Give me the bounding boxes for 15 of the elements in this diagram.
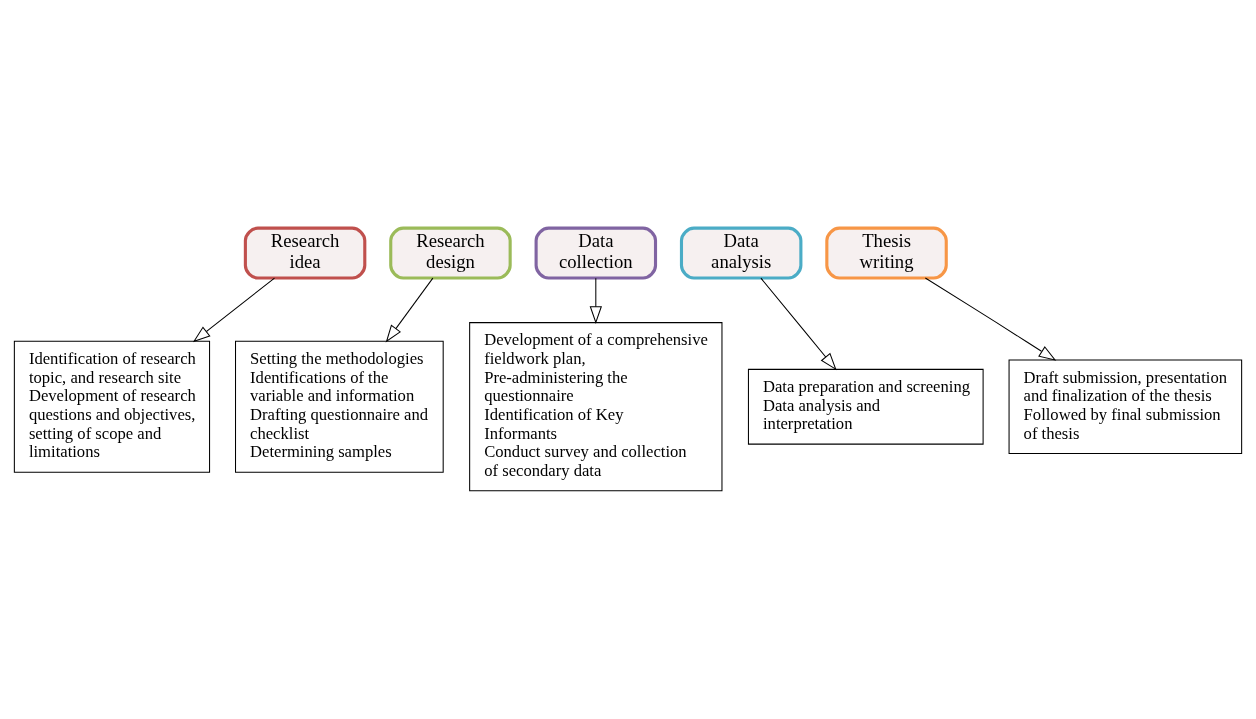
arrow [192, 277, 275, 343]
node-box: Draft submission, presentation and finalization of the thesis Followed by final submission of thesis [1008, 359, 1243, 454]
node-box: Research design [389, 226, 512, 280]
node-box: Setting the methodologies Identifications of the variable and information Drafting questionnaire and checklist Determining samples [235, 340, 444, 473]
node-box: Data collection [534, 226, 658, 280]
node-box: Research idea [243, 226, 367, 280]
arrow [385, 277, 434, 343]
node-box: Data analysis [679, 226, 803, 280]
node-box: Development of a comprehensive fieldwork plan, Pre-administering the questionnaire Identification of Key Informants Conduct survey and collection of secondary data [469, 322, 723, 492]
node-box: Data preparation and screening Data analysis and interpretation [747, 368, 984, 445]
arrow [924, 277, 1057, 361]
node-box: Identification of research topic, and research site Development of research questions and objectives, setting of scope and limitations [13, 340, 211, 473]
arrow [760, 277, 837, 371]
node-box: Thesis writing [825, 226, 948, 280]
arrow [589, 277, 602, 324]
